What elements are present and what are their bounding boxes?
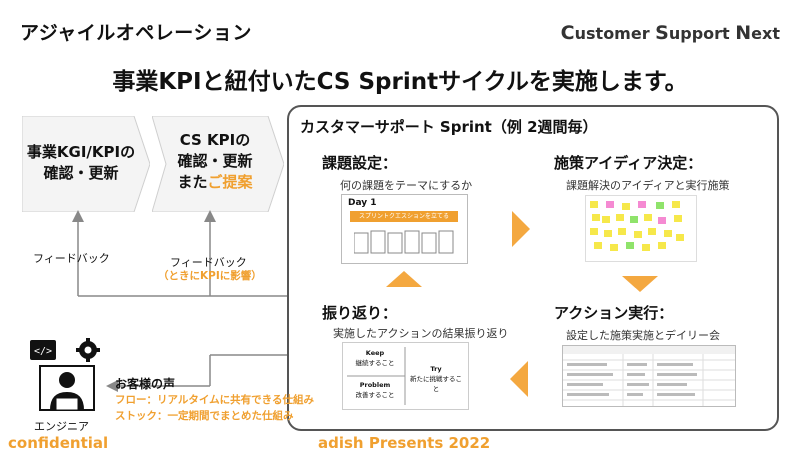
kpt-problem-sub: 改善すること xyxy=(355,391,395,399)
quadrant-subtitle-retro: 実施したアクションの結果振り返り xyxy=(333,327,509,340)
headline: 事業KPIと紐付いたCS Sprintサイクルを実施します。 xyxy=(112,69,688,95)
quadrant-title-issue: 課題設定： xyxy=(322,154,398,172)
quadrant-title-action: アクション実行： xyxy=(554,304,674,322)
step-kgi-line1: 事業KGI/KPIの xyxy=(26,143,136,161)
footer-confidential: confidential xyxy=(8,434,109,452)
thumbnail-day1: Day 1 スプリントクエスションを立てる xyxy=(341,194,468,264)
kpt-keep-sub: 継続すること xyxy=(355,359,395,367)
engineer-label: エンジニア xyxy=(34,420,89,433)
thumb-banner: スプリントクエスションを立てる xyxy=(350,211,458,222)
step-cs-line3a: また xyxy=(177,173,208,191)
arrow-down-icon xyxy=(622,276,658,292)
quadrant-subtitle-issue: 何の課題をテーマにするか xyxy=(340,179,473,192)
quadrant-subtitle-idea: 課題解決のアイディアと実行施策 xyxy=(566,179,730,192)
sprint-title: カスタマーサポート Sprint（例 2週間毎） xyxy=(300,118,598,136)
kpt-try: Try xyxy=(430,365,442,373)
thumbnail-kpt: Keep 継続すること Problem 改善すること Try 新たに挑戦すること xyxy=(342,342,469,410)
quadrant-subtitle-action: 設定した施策実施とデイリー会 xyxy=(566,329,720,342)
brand-logo: Customer Support Next xyxy=(560,22,780,44)
quadrant-title-idea: 施策アイディア決定： xyxy=(554,154,703,172)
feedback-note: （ときにKPIに影響） xyxy=(158,270,262,282)
arrow-up-icon xyxy=(386,271,422,287)
customer-voice-flow: フロー：リアルタイムに共有できる仕組み xyxy=(115,394,314,406)
chevron-shape xyxy=(22,116,150,212)
slide-title: アジャイルオペレーション xyxy=(20,22,252,44)
sprint-box xyxy=(287,105,779,431)
kpt-try-sub: 新たに挑戦すること xyxy=(410,375,462,393)
step-cs-kpi: CS KPIの 確認・更新 またご提案 xyxy=(152,116,284,212)
step-cs-line2: 確認・更新 xyxy=(177,152,253,170)
footer-presents: adish Presents 2022 xyxy=(318,434,491,452)
svg-text:</>: </> xyxy=(34,346,52,357)
customer-voice-title: お客様の声 xyxy=(115,377,176,391)
step-kgi-kpi: 事業KGI/KPIの 確認・更新 xyxy=(22,116,150,212)
thumb-day-label: Day 1 xyxy=(348,198,377,208)
arrow-right-icon xyxy=(512,211,530,247)
feedback-label-2: フィードバック xyxy=(170,256,247,269)
thumbnail-sticky-notes xyxy=(585,195,697,262)
step-cs-line1: CS KPIの xyxy=(179,131,251,149)
customer-voice-stock: ストック：一定期間でまとめた仕組み xyxy=(115,410,294,422)
arrow-left-icon xyxy=(510,361,528,397)
engineer-icon: </> xyxy=(30,338,100,411)
quadrant-title-retro: 振り返り： xyxy=(322,304,398,322)
step-kgi-line2: 確認・更新 xyxy=(43,164,119,182)
thumb-cards xyxy=(353,229,454,255)
thumbnail-table xyxy=(562,345,736,407)
chevron-shape xyxy=(152,116,284,212)
kpt-problem: Problem xyxy=(359,381,391,389)
feedback-label-1: フィードバック xyxy=(33,252,110,265)
kpt-keep: Keep xyxy=(365,349,385,357)
step-cs-proposal: ご提案 xyxy=(207,173,253,191)
